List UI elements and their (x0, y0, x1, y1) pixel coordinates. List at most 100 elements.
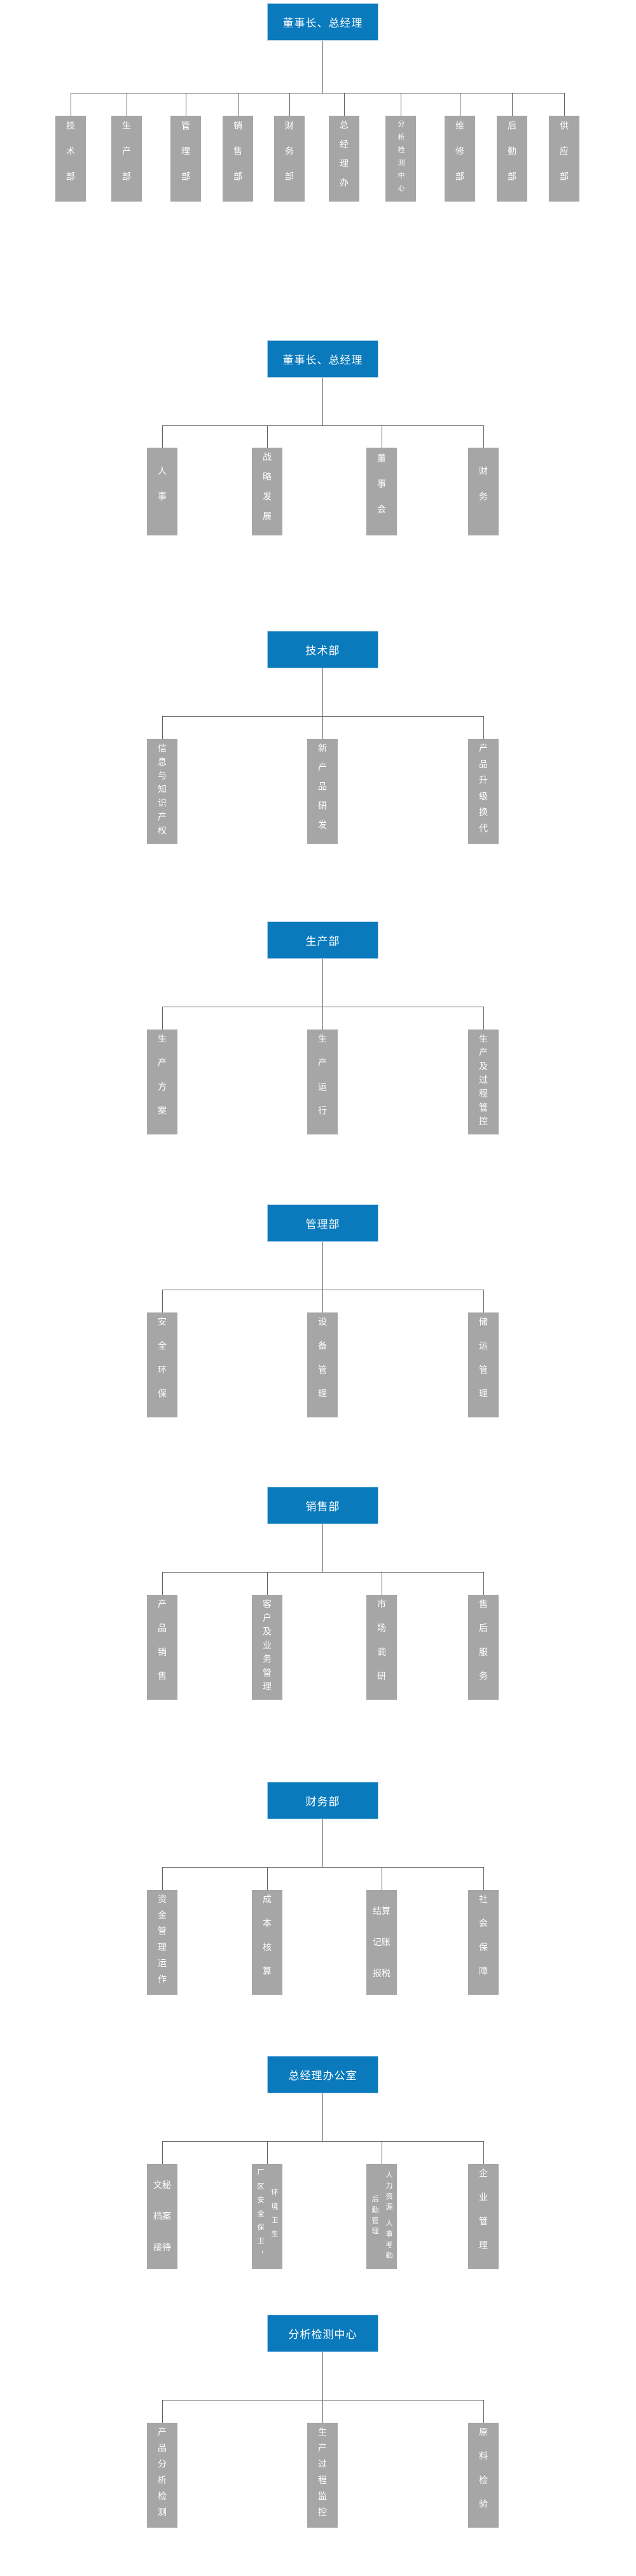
org-node: 生产及过程管控 (468, 1030, 499, 1134)
org-node-label: 生产方案 (157, 1033, 167, 1131)
org-node: 分析检测中心 (385, 116, 416, 202)
org-node: 新产品研发 (307, 739, 338, 844)
connector-line (162, 2141, 163, 2164)
org-node: 销售部 (223, 116, 253, 202)
org-node: 战略发展 (252, 448, 282, 535)
connector-line (162, 425, 163, 448)
connector-line (162, 1290, 163, 1312)
connector-line (483, 1007, 484, 1030)
org-node-label: 后勤部 (507, 120, 517, 197)
org-root-box-production-dept: 生产部 (267, 921, 378, 959)
connector-line (267, 1572, 268, 1595)
connector-line (162, 1867, 163, 1890)
org-root-box-management-dept: 管理部 (267, 1204, 378, 1242)
org-node: 客户及业务管理 (252, 1595, 282, 1700)
org-node-label: 供应部 (559, 120, 569, 197)
org-node-label: 财务部 (284, 120, 294, 197)
org-node: 产品分析检测 (147, 2423, 177, 2528)
org-node-label: 产品升级换代 (478, 743, 488, 840)
org-node: 生产方案 (147, 1030, 177, 1134)
org-node-label: 设备管理 (317, 1316, 328, 1414)
org-node-label: 市场调研 (377, 1599, 387, 1696)
org-node: 技术部 (55, 116, 86, 202)
org-node: 售后服务 (468, 1595, 499, 1700)
connector-line (162, 1867, 484, 1868)
org-node-label: 总经理办 (339, 120, 349, 198)
connector-line (289, 93, 290, 116)
org-node-label: 生产部 (121, 120, 132, 197)
connector-line (267, 425, 268, 448)
org-node-label: 社会保障 (478, 1894, 488, 1991)
org-node-label: 董事会 (377, 453, 387, 530)
org-node-label: 管理部 (181, 120, 191, 197)
org-node: 环境卫生 厂区安全保卫， (252, 2164, 282, 2269)
connector-line (267, 2141, 268, 2164)
org-node: 总经理办 (329, 116, 359, 202)
connector-line (322, 668, 323, 716)
org-node: 结算 记账 报税 (366, 1890, 397, 1995)
org-chart-section-technology-dept: 技术部信息与知识产权新产品研发产品升级换代 (0, 631, 636, 921)
org-node-label: 人力资源 人事考勤 后勤管理 (371, 2170, 392, 2263)
org-chart-section-management-dept: 管理部安全环保 设备管理 储运管理 (0, 1204, 636, 1487)
org-node: 成本核算 (252, 1890, 282, 1995)
org-node: 产品销售 (147, 1595, 177, 1700)
org-root-box-sales-dept: 销售部 (267, 1487, 378, 1524)
connector-line (322, 1242, 323, 1290)
org-node: 市场调研 (366, 1595, 397, 1700)
org-root-box-analysis-testing-center: 分析检测中心 (267, 2315, 378, 2352)
org-node-label: 产品分析检测 (157, 2427, 167, 2524)
org-node: 企业管理 (468, 2164, 499, 2269)
org-node: 信息与知识产权 (147, 739, 177, 844)
org-chart-section-sales-dept: 销售部产品销售 客户及业务管理 市场调研 售后服务 (0, 1487, 636, 1782)
connector-line (483, 1867, 484, 1890)
connector-line (322, 1819, 323, 1867)
org-node: 董事会 (366, 448, 397, 535)
org-node-label: 新产品研发 (317, 743, 328, 839)
connector-line (483, 716, 484, 739)
org-chart-section-chairman-general-manager: 董事长、总经理人事战略发展董事会财务 (0, 340, 636, 631)
connector-line (162, 1007, 163, 1030)
org-node: 维修部 (445, 116, 475, 202)
org-node: 生产部 (111, 116, 142, 202)
connector-line (483, 1572, 484, 1595)
connector-line (162, 2141, 484, 2142)
org-node: 管理部 (170, 116, 201, 202)
org-node: 储运管理 (468, 1312, 499, 1417)
org-node: 生产过程监控 (307, 2423, 338, 2528)
org-node-label: 维修部 (455, 120, 465, 197)
org-node-label: 资金管理运作 (157, 1894, 167, 1991)
connector-line (267, 1867, 268, 1890)
connector-line (322, 2400, 323, 2423)
org-node-label: 成本核算 (262, 1894, 272, 1991)
connector-line (322, 378, 323, 425)
connector-line (162, 716, 484, 717)
org-node: 设备管理 (307, 1312, 338, 1417)
connector-line (162, 1572, 163, 1595)
org-node: 文秘 档案 接待 (147, 2164, 177, 2269)
org-chart-section-finance-dept: 财务部资金管理运作成本核算结算 记账 报税社会保障 (0, 1782, 636, 2056)
org-node-label: 安全环保 (157, 1316, 167, 1414)
org-node-label: 生产过程监控 (317, 2427, 328, 2524)
org-node-label: 文秘 档案 接待 (153, 2180, 171, 2252)
org-node-label: 环境卫生 厂区安全保卫， (256, 2168, 278, 2265)
org-node: 供应部 (549, 116, 579, 202)
org-chart-section-production-dept: 生产部生产方案生产运行生产及过程管控 (0, 921, 636, 1204)
org-node-label: 储运管理 (478, 1316, 488, 1414)
org-node-label: 信息与知识产权 (157, 743, 167, 840)
org-chart-section-analysis-testing-center: 分析检测中心产品分析检测 生产过程监控 原料检验 (0, 2315, 636, 2576)
connector-line (322, 2352, 323, 2400)
org-node-label: 生产及过程管控 (478, 1033, 488, 1131)
org-node-label: 销售部 (233, 120, 243, 197)
org-node-label: 售后服务 (478, 1599, 488, 1696)
connector-line (322, 1524, 323, 1572)
connector-line (162, 425, 484, 426)
org-node: 原料检验 (468, 2423, 499, 2528)
connector-line (483, 2141, 484, 2164)
org-node-label: 技术部 (66, 120, 76, 197)
connector-line (322, 41, 323, 93)
org-node-label: 战略发展 (262, 452, 272, 531)
org-node-label: 结算 记账 报税 (373, 1906, 391, 1978)
org-node-label: 产品销售 (157, 1599, 167, 1696)
org-node-label: 财务 (478, 466, 488, 517)
